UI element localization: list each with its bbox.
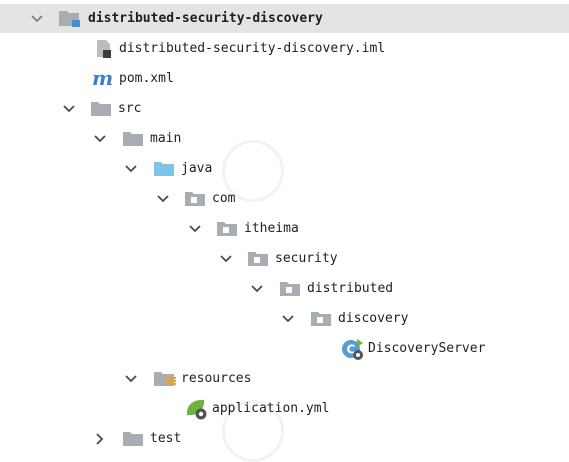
svg-text:m: m — [92, 68, 113, 88]
tree-item-test[interactable]: test — [0, 424, 569, 454]
watermark-logo — [222, 140, 284, 202]
tree-item-label: DiscoveryServer — [368, 341, 486, 356]
package-icon — [216, 219, 238, 239]
tree-item-label: src — [118, 101, 142, 116]
tree-item-pom-file[interactable]: m pom.xml — [0, 64, 569, 94]
tree-item-java[interactable]: java — [0, 154, 569, 184]
tree-item-main[interactable]: main — [0, 124, 569, 154]
chevron-down-icon[interactable] — [281, 312, 295, 326]
tree-item-label: distributed — [307, 281, 394, 296]
package-icon — [310, 309, 332, 329]
tree-item-discovery-server[interactable]: C DiscoveryServer — [0, 334, 569, 364]
iml-file-icon — [94, 39, 116, 59]
chevron-down-icon[interactable] — [124, 372, 138, 386]
package-icon — [279, 279, 301, 299]
tree-item-resources[interactable]: resources — [0, 364, 569, 394]
tree-item-label: security — [275, 251, 338, 266]
tree-item-label: itheima — [244, 221, 299, 236]
tree-item-label: main — [150, 131, 182, 146]
spring-boot-class-icon: C — [341, 338, 363, 360]
tree-item-label: distributed-security-discovery.iml — [119, 41, 386, 56]
svg-text:C: C — [347, 343, 356, 357]
tree-item-label: java — [181, 161, 213, 176]
module-folder-icon — [58, 8, 80, 28]
chevron-down-icon[interactable] — [156, 192, 170, 206]
watermark-logo — [222, 400, 284, 462]
tree-item-label: pom.xml — [119, 71, 174, 86]
chevron-down-icon[interactable] — [250, 282, 264, 296]
folder-icon — [122, 429, 144, 449]
tree-item-discovery[interactable]: discovery — [0, 304, 569, 334]
maven-icon: m — [92, 68, 114, 88]
spring-config-icon — [184, 397, 207, 420]
tree-item-src[interactable]: src — [0, 94, 569, 124]
source-root-folder-icon — [153, 159, 175, 179]
tree-item-label: resources — [181, 371, 252, 386]
chevron-down-icon[interactable] — [219, 252, 233, 266]
tree-item-label: com — [212, 191, 236, 206]
tree-item-security[interactable]: security — [0, 244, 569, 274]
tree-item-label: discovery — [338, 311, 409, 326]
folder-icon — [122, 129, 144, 149]
chevron-down-icon[interactable] — [93, 132, 107, 146]
tree-item-label: distributed-security-discovery — [88, 11, 323, 26]
tree-item-itheima[interactable]: itheima — [0, 214, 569, 244]
tree-item-com[interactable]: com — [0, 184, 569, 214]
chevron-down-icon[interactable] — [30, 12, 44, 26]
package-icon — [247, 249, 269, 269]
resources-folder-icon — [153, 369, 176, 389]
chevron-right-icon[interactable] — [93, 432, 107, 446]
package-icon — [184, 189, 206, 209]
tree-item-label: test — [150, 431, 182, 446]
tree-item-iml-file[interactable]: distributed-security-discovery.iml — [0, 34, 569, 64]
folder-icon — [90, 99, 112, 119]
chevron-down-icon[interactable] — [188, 222, 202, 236]
tree-item-application-yml[interactable]: application.yml — [0, 394, 569, 424]
chevron-down-icon[interactable] — [124, 162, 138, 176]
tree-item-root[interactable]: distributed-security-discovery — [0, 4, 569, 33]
chevron-down-icon[interactable] — [62, 102, 76, 116]
tree-item-distributed[interactable]: distributed — [0, 274, 569, 304]
